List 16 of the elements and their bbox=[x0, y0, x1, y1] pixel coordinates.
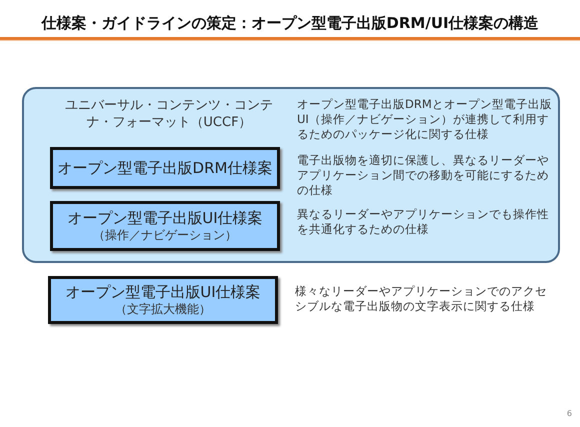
spec-box bbox=[50, 201, 280, 251]
description-text: 電子出版物を適切に保護し、異なるリーダーやアプリケーション間での移動を可能にするための仕様 bbox=[297, 153, 550, 198]
group-panel bbox=[22, 87, 560, 263]
spec-box bbox=[50, 147, 280, 189]
panel-description: オープン型電子出版DRMとオープン型電子出版UI（操作／ナビゲーション）が連携して利用するためのパッケージ化に関する仕様 bbox=[297, 97, 553, 142]
spec-box bbox=[48, 276, 278, 324]
panel-heading: ユニバーサル・コンテンツ・コンテナ・フォーマット（UCCF） bbox=[64, 97, 274, 131]
description-text: 異なるリーダーやアプリケーションでも操作性を共通化するための仕様 bbox=[297, 207, 550, 237]
box-subtitle: （操作／ナビゲーション） bbox=[93, 228, 237, 243]
slide-title: 仕様案・ガイドラインの策定：オープン型電子出版DRM/UI仕様案の構造 bbox=[40, 14, 540, 33]
box-title: オープン型電子出版DRM仕様案 bbox=[58, 158, 272, 178]
box-subtitle: （文字拡大機能） bbox=[115, 302, 211, 317]
box-title: オープン型電子出版UI仕様案 bbox=[65, 283, 261, 302]
page-number: 6 bbox=[566, 409, 572, 418]
box-title: オープン型電子出版UI仕様案 bbox=[67, 209, 263, 228]
description-text: 様々なリーダーやアプリケーションでのアクセシブルな電子出版物の文字表示に関する仕様 bbox=[295, 284, 548, 314]
